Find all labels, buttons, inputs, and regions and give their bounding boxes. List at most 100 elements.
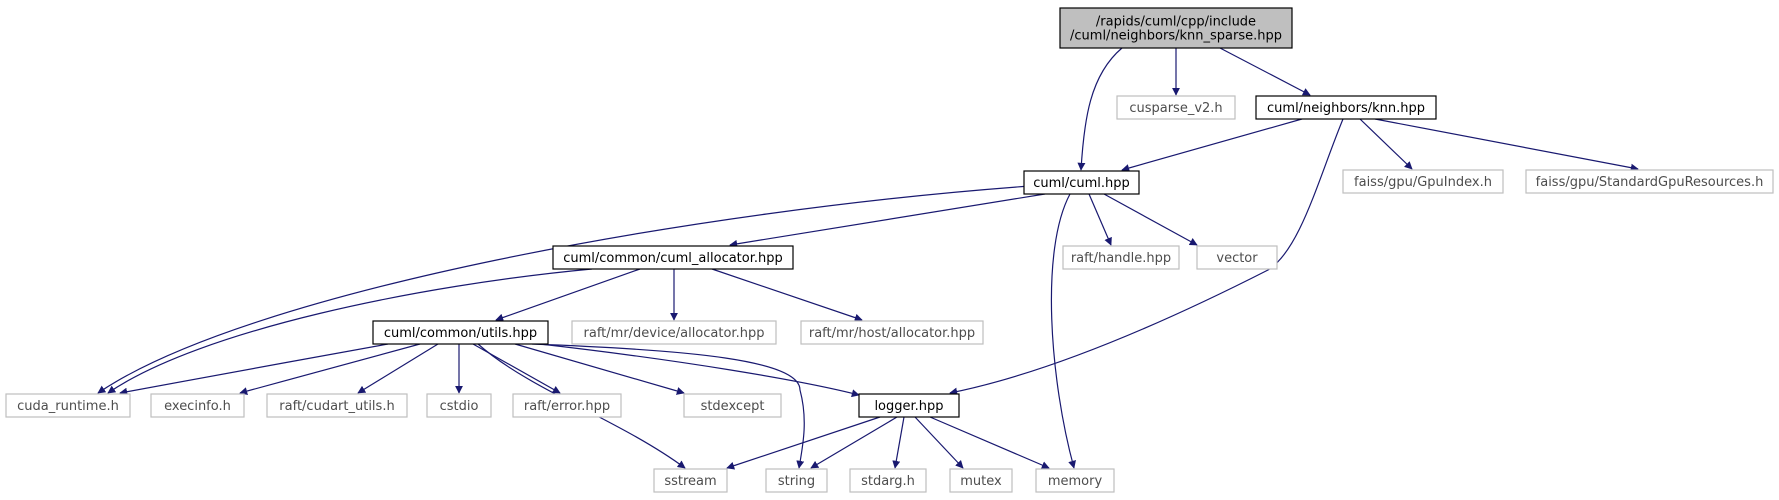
node-label-allocator: cuml/common/cuml_allocator.hpp — [563, 251, 783, 266]
node-label-gpuindex: faiss/gpu/GpuIndex.h — [1354, 175, 1492, 190]
node-box-logger — [858, 393, 960, 418]
node-label-handle: raft/handle.hpp — [1071, 251, 1171, 266]
edge-utils-to-string — [531, 343, 805, 469]
node-label-hostalloc: raft/mr/host/allocator.hpp — [809, 326, 975, 341]
node-box-gpuindex — [1342, 169, 1504, 194]
node-box-string — [765, 468, 828, 493]
node-label-cstdio: cstdio — [440, 399, 479, 414]
edge-knn-to-stdgpures — [1374, 118, 1639, 172]
node-box-knn — [1255, 95, 1437, 120]
node-label-stdgpures: faiss/gpu/StandardGpuResources.h — [1536, 175, 1764, 190]
node-stdgpures: faiss/gpu/StandardGpuResources.h — [1525, 169, 1774, 194]
edge-utils-to-execinfo — [239, 343, 421, 395]
node-label-string: string — [778, 474, 815, 489]
edge-allocator-to-cudart — [107, 268, 593, 394]
node-label-logger: logger.hpp — [874, 399, 943, 414]
edge-allocator-to-hostalloc — [711, 268, 863, 322]
node-gpuindex: faiss/gpu/GpuIndex.h — [1342, 169, 1504, 194]
edge-knn-to-logger — [949, 118, 1344, 396]
node-memory: memory — [1035, 468, 1115, 493]
edge-root-to-knn — [1219, 47, 1311, 96]
node-allocator[interactable]: cuml/common/cuml_allocator.hpp — [552, 245, 794, 270]
node-box-allocator — [552, 245, 794, 270]
node-execinfo: execinfo.h — [150, 393, 245, 418]
node-label-cusparse: cusparse_v2.h — [1129, 101, 1222, 116]
edge-logger-to-memory — [929, 416, 1050, 469]
node-box-handle — [1062, 245, 1180, 270]
edge-allocator-to-utils — [495, 268, 641, 322]
node-label-utils: cuml/common/utils.hpp — [384, 326, 537, 341]
node-box-cusparse — [1116, 95, 1236, 120]
edge-knn-to-cuml — [1121, 118, 1303, 172]
node-cudartutils: raft/cudart_utils.h — [266, 393, 408, 418]
node-knn[interactable]: cuml/neighbors/knn.hpp — [1255, 95, 1437, 120]
node-vector: vector — [1196, 245, 1278, 270]
node-box-sstream — [653, 468, 728, 493]
edge-cuml-to-vector — [1103, 193, 1198, 246]
node-logger[interactable]: logger.hpp — [858, 393, 960, 418]
edge-utils-to-cudartutils — [357, 343, 439, 394]
node-label-sstream: sstream — [664, 474, 716, 489]
edge-cuml-to-handle — [1088, 193, 1112, 246]
edge-logger-to-mutex — [914, 416, 964, 469]
node-box-root — [1059, 7, 1293, 49]
node-cuml[interactable]: cuml/cuml.hpp — [1023, 170, 1140, 195]
node-mutex: mutex — [949, 468, 1013, 493]
edge-utils-to-cudart — [119, 343, 389, 396]
node-sstream: sstream — [653, 468, 728, 493]
node-utils[interactable]: cuml/common/utils.hpp — [372, 320, 549, 345]
node-cusparse: cusparse_v2.h — [1116, 95, 1236, 120]
node-box-cudart — [5, 393, 131, 418]
node-label-stdexcept: stdexcept — [701, 399, 765, 414]
node-box-stdarg — [849, 468, 927, 493]
node-box-vector — [1196, 245, 1278, 270]
node-handle: raft/handle.hpp — [1062, 245, 1180, 270]
node-stdarg: stdarg.h — [849, 468, 927, 493]
node-label-cudartutils: raft/cudart_utils.h — [279, 399, 394, 414]
edge-logger-to-string — [810, 416, 898, 469]
node-box-cudartutils — [266, 393, 408, 418]
node-stdexcept: stdexcept — [683, 393, 782, 418]
node-label-cudart: cuda_runtime.h — [17, 399, 119, 414]
edge-utils-to-logger — [539, 343, 860, 398]
node-box-hostalloc — [800, 320, 984, 345]
node-rafterror: raft/error.hpp — [512, 393, 622, 418]
node-box-devalloc — [571, 320, 777, 345]
node-box-mutex — [949, 468, 1013, 493]
node-box-utils — [372, 320, 549, 345]
node-label-cuml: cuml/cuml.hpp — [1033, 176, 1130, 191]
nodes-layer: /rapids/cuml/cpp/include/cuml/neighbors/… — [5, 7, 1774, 493]
edge-cuml-to-cudart — [97, 185, 1031, 394]
node-box-stdgpures — [1525, 169, 1774, 194]
edge-utils-to-stdexcept — [514, 343, 685, 395]
node-box-cuml — [1023, 170, 1140, 195]
node-cudart: cuda_runtime.h — [5, 393, 131, 418]
node-cstdio: cstdio — [426, 393, 492, 418]
node-box-execinfo — [150, 393, 245, 418]
node-box-cstdio — [426, 393, 492, 418]
edge-knn-to-gpuindex — [1359, 118, 1413, 170]
node-string: string — [765, 468, 828, 493]
node-root: /rapids/cuml/cpp/include/cuml/neighbors/… — [1059, 7, 1293, 49]
node-label-root-line-1: /rapids/cuml/cpp/include — [1096, 15, 1256, 30]
node-devalloc: raft/mr/device/allocator.hpp — [571, 320, 777, 345]
edge-cuml-to-memory — [1050, 193, 1076, 469]
edge-logger-to-sstream — [726, 416, 881, 470]
edge-logger-to-stdarg — [892, 416, 905, 469]
node-box-rafterror — [512, 393, 622, 418]
node-label-rafterror: raft/error.hpp — [524, 399, 610, 414]
node-box-memory — [1035, 468, 1115, 493]
node-label-root-line-2: /cuml/neighbors/knn_sparse.hpp — [1070, 29, 1282, 44]
node-label-devalloc: raft/mr/device/allocator.hpp — [584, 326, 765, 341]
node-label-vector: vector — [1216, 251, 1258, 266]
edges-layer — [97, 47, 1639, 470]
node-box-stdexcept — [683, 393, 782, 418]
node-label-stdarg: stdarg.h — [861, 474, 915, 489]
node-label-execinfo: execinfo.h — [164, 399, 231, 414]
edge-cuml-to-allocator — [729, 193, 1046, 248]
node-label-mutex: mutex — [960, 474, 1002, 489]
node-label-memory: memory — [1048, 474, 1103, 489]
node-hostalloc: raft/mr/host/allocator.hpp — [800, 320, 984, 345]
node-label-knn: cuml/neighbors/knn.hpp — [1267, 101, 1425, 116]
